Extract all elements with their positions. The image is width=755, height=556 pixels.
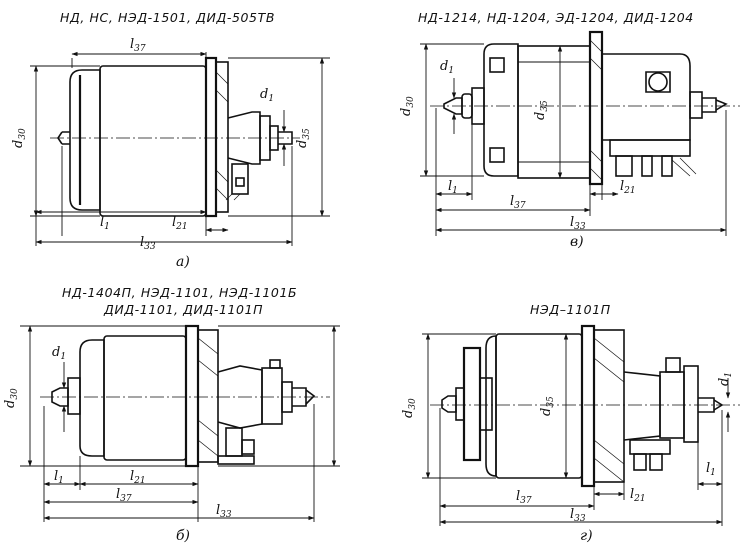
panel-a: НД, НС, НЭД-1501, ДИД-505ТВ bbox=[11, 10, 330, 270]
panel-g: НЭД–1101П d30 bbox=[401, 302, 740, 544]
panel-a-motor bbox=[57, 56, 293, 218]
panel-b-title-line1: НД-1404П, НЭД-1101, НЭД-1101Б bbox=[62, 285, 297, 300]
dim-a-d1: d1 bbox=[260, 87, 274, 104]
dim-g-l1: l1 bbox=[706, 461, 716, 478]
dim-b-d1: d1 bbox=[52, 345, 66, 362]
panel-b: НД-1404П, НЭД-1101, НЭД-1101Б ДИД-1101, … bbox=[3, 285, 340, 544]
panel-v-motor bbox=[443, 30, 728, 186]
dim-b-l1: l1 bbox=[54, 469, 64, 486]
dim-v-l1: l1 bbox=[448, 179, 458, 196]
dim-a-l21: l21 bbox=[172, 215, 188, 232]
panel-g-caption: г) bbox=[580, 528, 593, 544]
dim-v-l21: l21 bbox=[620, 179, 636, 196]
dim-g-d1: d1 bbox=[717, 372, 734, 386]
panel-a-dimensions: l37 d30 d35 d1 l1 l21 l33 bbox=[11, 37, 330, 252]
panel-b-title-line2: ДИД-1101, ДИД-1101П bbox=[103, 302, 263, 317]
panel-v-title: НД-1214, НД-1204, ЭД-1204, ДИД-1204 bbox=[418, 10, 694, 25]
dim-b-d30: d30 bbox=[3, 388, 20, 408]
dim-v-d35: d35 bbox=[533, 100, 550, 120]
dim-a-l1: l1 bbox=[100, 215, 110, 232]
panel-v: НД-1214, НД-1204, ЭД-1204, ДИД-1204 bbox=[399, 10, 740, 250]
dim-a-l37: l37 bbox=[130, 37, 146, 54]
panel-g-dimensions: d30 d35 d1 l1 l21 l37 l33 bbox=[401, 333, 734, 526]
panel-b-motor bbox=[51, 324, 316, 468]
dim-b-l37: l37 bbox=[116, 487, 132, 504]
dim-g-l21: l21 bbox=[630, 487, 646, 504]
panel-g-motor bbox=[441, 324, 724, 488]
panel-a-caption: а) bbox=[176, 254, 190, 270]
dim-v-l33: l33 bbox=[570, 215, 586, 232]
dim-g-l33: l33 bbox=[570, 507, 586, 524]
dim-v-l37: l37 bbox=[510, 194, 526, 211]
dim-v-d1: d1 bbox=[440, 59, 454, 76]
dim-g-d35: d35 bbox=[539, 396, 556, 416]
dim-g-l37: l37 bbox=[516, 489, 532, 506]
dim-b-l21: l21 bbox=[130, 469, 146, 486]
dim-a-d35: d35 bbox=[295, 128, 312, 148]
dim-g-d30: d30 bbox=[401, 398, 418, 418]
dim-b-l33: l33 bbox=[216, 503, 232, 520]
panel-g-title: НЭД–1101П bbox=[530, 302, 611, 317]
panel-b-caption: б) bbox=[176, 528, 190, 544]
dim-a-l33: l33 bbox=[140, 235, 156, 252]
dim-a-d30: d30 bbox=[11, 128, 28, 148]
panel-v-caption: в) bbox=[570, 234, 584, 250]
dim-v-d30: d30 bbox=[399, 96, 416, 116]
panel-b-dimensions: d30 d1 l1 l21 l37 l33 bbox=[3, 325, 340, 522]
panel-v-dimensions: d30 d35 d1 l1 l21 l37 l33 bbox=[399, 43, 727, 236]
panel-a-title: НД, НС, НЭД-1501, ДИД-505ТВ bbox=[60, 10, 275, 25]
